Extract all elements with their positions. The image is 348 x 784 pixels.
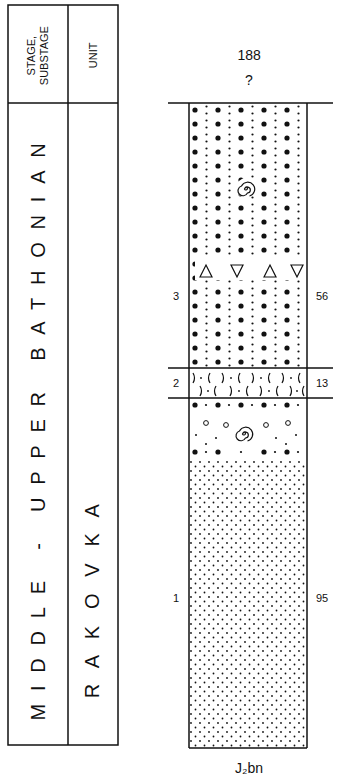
index-code: J₂bn <box>235 760 263 776</box>
layer-thickness: 95 <box>316 592 328 605</box>
layer-thickness: 13 <box>316 377 328 390</box>
layer-conglomeratic-sandstone <box>189 104 307 368</box>
column-header: UNIT <box>87 42 100 68</box>
section-note: ? <box>245 72 253 88</box>
layer-number: 3 <box>173 290 179 303</box>
column-header: STAGE, SUBSTAGE <box>25 10 50 100</box>
layer-sandstone <box>189 402 307 747</box>
section-number: 188 <box>238 47 261 63</box>
unit-name: R A K O V K A <box>81 498 104 698</box>
layer-number: 1 <box>173 592 179 605</box>
layer-shell-bed <box>193 373 304 396</box>
header-table <box>8 5 118 745</box>
column-frame <box>168 103 333 748</box>
layer-number: 2 <box>173 377 179 390</box>
layer-thickness: 56 <box>316 290 328 303</box>
stage-name: MIDDLE - UPPER BATHONIAN <box>27 130 50 720</box>
